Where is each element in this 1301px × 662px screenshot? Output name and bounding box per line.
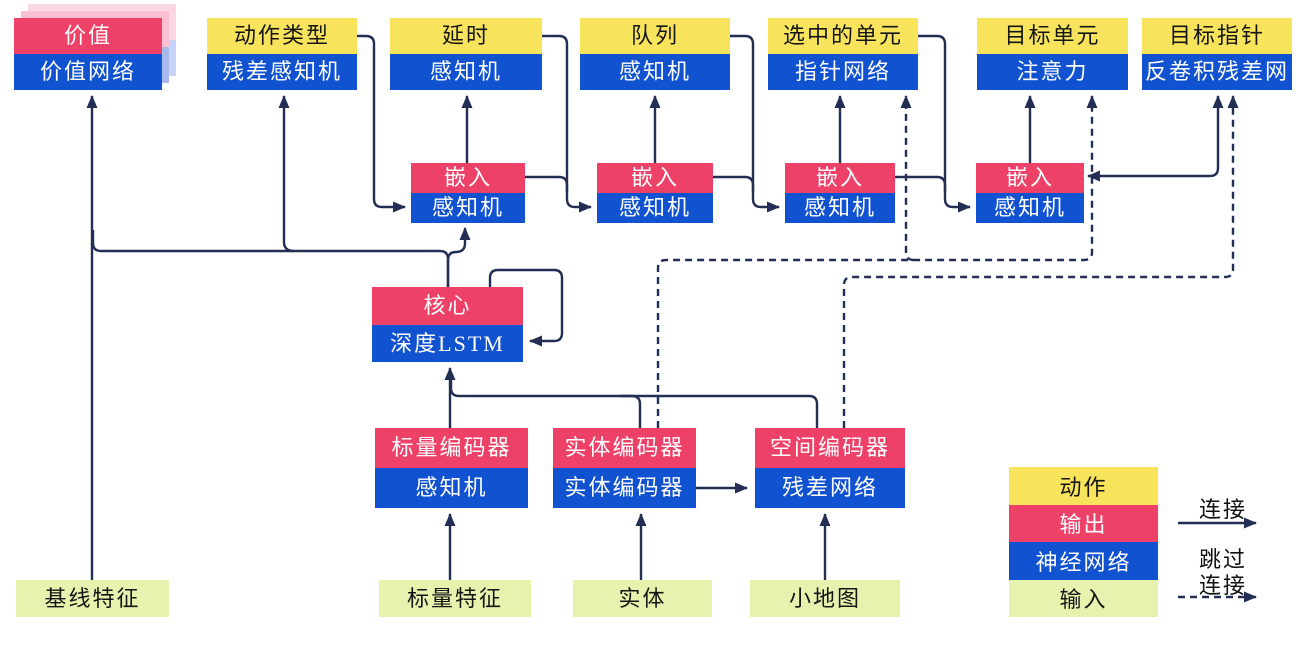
skip-connections	[656, 95, 1257, 603]
node-delay-label-0: 延时	[390, 18, 542, 54]
legend-item-output: 输出	[1009, 504, 1158, 542]
node-baseline-features-label-0: 基线特征	[16, 580, 169, 617]
node-minimap: 小地图	[750, 580, 900, 617]
edge-embed-1-to-embed-2	[525, 175, 569, 192]
node-embed-2: 嵌入感知机	[597, 163, 713, 223]
node-spatial-encoder: 空间编码器残差网络	[755, 428, 905, 508]
node-embed-3-label-1: 感知机	[785, 193, 895, 223]
node-delay-label-1: 感知机	[390, 54, 542, 90]
edge-selected-units-to-embed-4	[918, 34, 971, 213]
node-entity-encoder-label-0: 实体编码器	[553, 428, 696, 468]
node-core-label-1: 深度LSTM	[372, 325, 523, 362]
legend-item-input: 输入	[1009, 579, 1158, 617]
node-action-type: 动作类型残差感知机	[207, 18, 357, 90]
node-scalar-encoder: 标量编码器感知机	[375, 428, 528, 508]
node-embed-2-label-1: 感知机	[597, 193, 713, 223]
edge-core-to-action-type	[278, 95, 295, 253]
node-minimap-label-0: 小地图	[750, 580, 900, 617]
node-embed-2-label-0: 嵌入	[597, 163, 713, 193]
node-target-unit: 目标单元注意力	[977, 18, 1128, 90]
node-target-pointer: 目标指针反卷积残差网	[1142, 18, 1292, 90]
node-action-type-label-0: 动作类型	[207, 18, 357, 54]
node-entity-encoder-label-1: 实体编码器	[553, 468, 696, 508]
node-core: 核心深度LSTM	[372, 287, 523, 362]
node-action-type-label-1: 残差感知机	[207, 54, 357, 90]
node-selected-units: 选中的单元指针网络	[768, 18, 918, 90]
node-entity-label-0: 实体	[573, 580, 712, 617]
node-embed-1: 嵌入感知机	[411, 163, 525, 223]
edge-core-to-value	[91, 230, 450, 287]
node-embed-4-label-0: 嵌入	[976, 163, 1084, 193]
legend-connection-label: 连接	[1198, 497, 1247, 522]
node-scalar-features-label-0: 标量特征	[379, 580, 531, 617]
node-core-label-0: 核心	[372, 287, 523, 325]
edge-embed-3-to-embed-4	[895, 175, 947, 192]
edge-embed-4-to-target-pointer	[1087, 95, 1224, 182]
node-embed-1-label-1: 感知机	[411, 193, 525, 223]
node-baseline-features: 基线特征	[16, 580, 169, 617]
legend-color-key: 动作 输出 神经网络 输入	[1009, 467, 1158, 617]
skip-spatial-encoder-to-target-pointer	[842, 95, 1239, 428]
node-scalar-encoder-label-1: 感知机	[375, 468, 528, 508]
skip-entity-encoder-to-target-unit	[656, 95, 1098, 428]
legend-item-action: 动作	[1009, 467, 1158, 505]
edge-embed-2-to-embed-3	[713, 175, 755, 192]
node-target-unit-label-0: 目标单元	[977, 18, 1128, 54]
node-selected-units-label-1: 指针网络	[768, 54, 918, 90]
node-embed-4-label-1: 感知机	[976, 193, 1084, 223]
node-spatial-encoder-label-0: 空间编码器	[755, 428, 905, 468]
node-queue: 队列感知机	[580, 18, 730, 90]
node-target-pointer-label-0: 目标指针	[1142, 18, 1292, 54]
legend-skip-label-line1: 跳过	[1198, 547, 1247, 572]
node-entity-encoder: 实体编码器实体编码器	[553, 428, 696, 508]
edge-core-to-embed-1	[446, 227, 471, 287]
skip-entity-encoder-to-selected-units	[900, 95, 915, 262]
edge-entity-encoder-to-core	[620, 394, 642, 428]
node-value-label-0: 价值	[14, 18, 162, 54]
node-embed-4: 嵌入感知机	[976, 163, 1084, 223]
node-queue-label-0: 队列	[580, 18, 730, 54]
node-entity: 实体	[573, 580, 712, 617]
node-selected-units-label-0: 选中的单元	[768, 18, 918, 54]
legend-item-neural-network: 神经网络	[1009, 542, 1158, 580]
node-delay: 延时感知机	[390, 18, 542, 90]
node-value: 价值价值网络	[14, 18, 162, 90]
edge-spatial-encoder-to-core	[449, 380, 819, 428]
node-embed-3: 嵌入感知机	[785, 163, 895, 223]
node-queue-label-1: 感知机	[580, 54, 730, 90]
node-spatial-encoder-label-1: 残差网络	[755, 468, 905, 508]
node-target-pointer-label-1: 反卷积残差网	[1142, 54, 1292, 90]
node-embed-3-label-0: 嵌入	[785, 163, 895, 193]
node-target-unit-label-1: 注意力	[977, 54, 1128, 90]
node-embed-1-label-0: 嵌入	[411, 163, 525, 193]
node-scalar-features: 标量特征	[379, 580, 531, 617]
legend-skip-label-line2: 连接	[1198, 573, 1247, 598]
node-scalar-encoder-label-0: 标量编码器	[375, 428, 528, 468]
node-value-label-1: 价值网络	[14, 54, 162, 90]
